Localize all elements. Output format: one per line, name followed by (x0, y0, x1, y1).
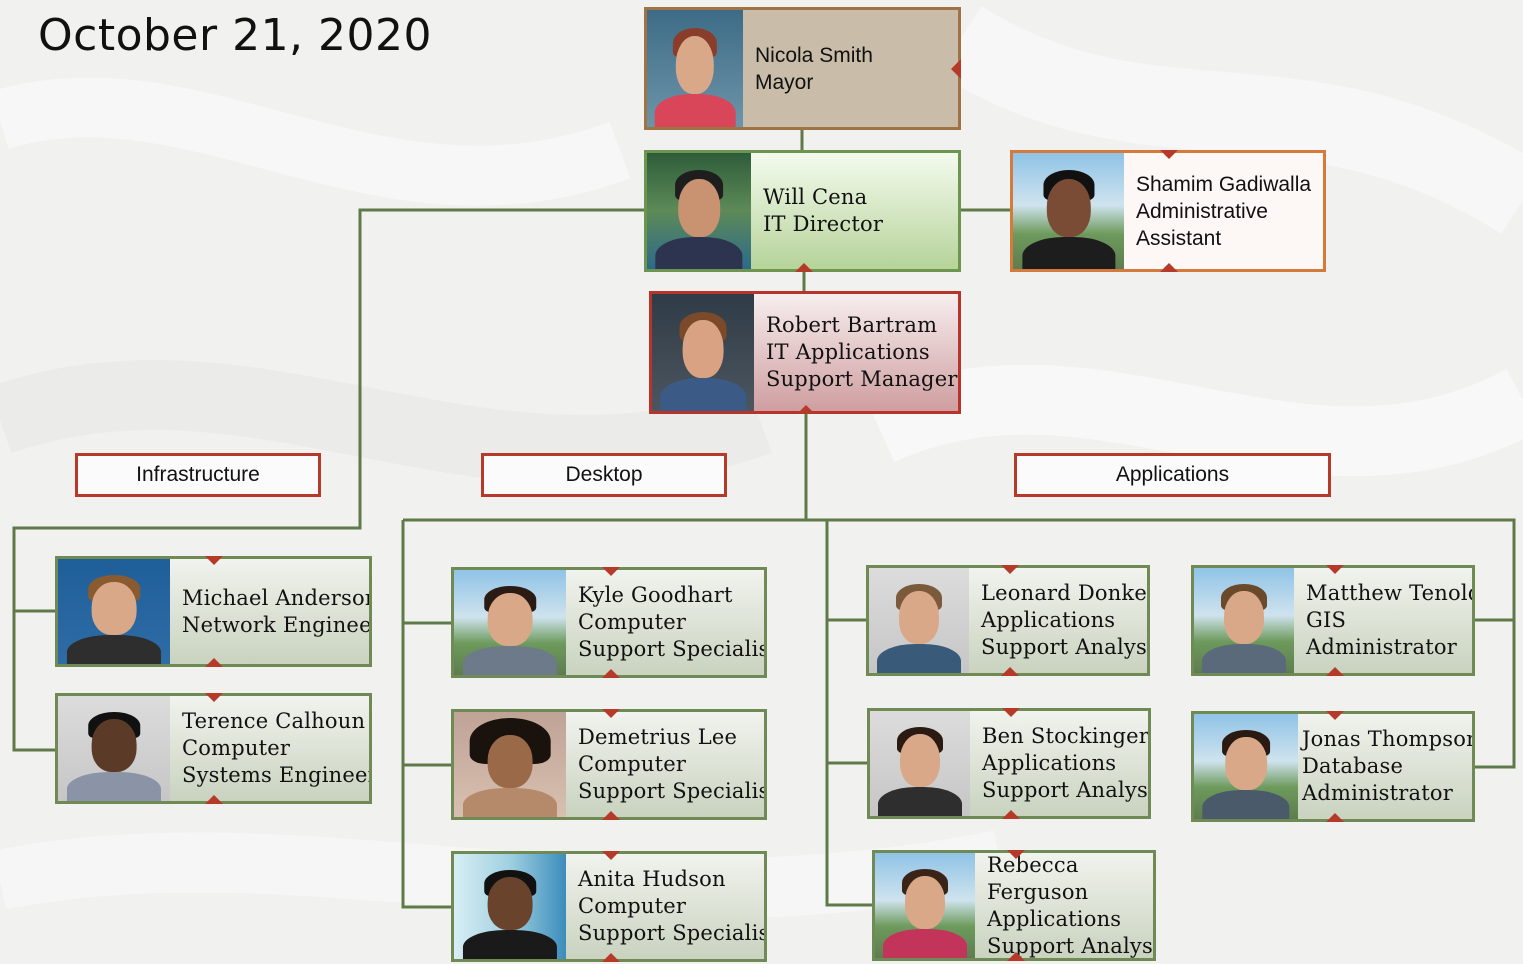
expand-arrow-icon (1007, 952, 1025, 961)
desktop-1-name: Demetrius Lee (578, 725, 738, 749)
applications-2-name2: Ferguson (987, 879, 1089, 904)
photo-robert-bartram (652, 294, 754, 411)
applications-1-title2: Support Analyst (982, 778, 1148, 802)
photo-shamim-gadiwalla (1013, 153, 1124, 269)
photo-rebecca-ferguson (875, 853, 975, 958)
infrastructure-1-title2: Systems Engineer (182, 763, 369, 787)
collapse-arrow-icon (205, 693, 223, 702)
expand-arrow-icon (1001, 667, 1019, 676)
section-infrastructure: Infrastructure (75, 453, 321, 497)
mayor-name: Nicola Smith (755, 43, 873, 67)
desktop-0-name: Kyle Goodhart (578, 583, 733, 607)
section-desktop: Desktop (481, 453, 727, 497)
card-jonas-thompson[interactable]: Jonas Thompson Database Administrator (1191, 711, 1475, 822)
desktop-2-title1: Computer (578, 894, 687, 918)
card-director[interactable]: Will Cena IT Director (644, 150, 961, 272)
section-desktop-label: Desktop (565, 463, 643, 486)
desktop-1-title1: Computer (578, 752, 687, 776)
expand-arrow-icon (602, 669, 620, 678)
infrastructure-0-title1: Network Engineer (182, 612, 369, 637)
card-mayor[interactable]: Nicola Smith Mayor (644, 7, 961, 130)
photo-michael-anderson (58, 559, 170, 664)
photo-anita-hudson (454, 854, 566, 959)
collapse-arrow-icon (1160, 150, 1178, 159)
photo-ben-stockinger (870, 711, 970, 816)
photo-leonard-donker (869, 568, 969, 673)
collapse-arrow-icon (205, 556, 223, 565)
section-applications: Applications (1014, 453, 1331, 497)
admin-name: Shamim Gadiwalla (1136, 172, 1312, 196)
applications-4-name: Jonas Thompson (1302, 727, 1472, 751)
applications-4-title2: Administrator (1302, 781, 1453, 805)
card-manager[interactable]: Robert Bartram IT Applications Support M… (649, 291, 961, 414)
expand-arrow-icon (1326, 667, 1344, 676)
collapse-arrow-icon (1326, 565, 1344, 574)
expand-arrow-icon (1326, 813, 1344, 822)
card-demetrius-lee[interactable]: Demetrius Lee Computer Support Specialis… (451, 709, 767, 820)
collapse-arrow-icon (602, 709, 620, 718)
collapse-arrow-icon (1326, 711, 1344, 720)
expand-arrow-icon (205, 795, 223, 804)
expand-arrow-icon (1002, 810, 1020, 819)
applications-1-title1: Applications (982, 751, 1117, 775)
date-heading: October 21, 2020 (38, 10, 433, 61)
expand-arrow-icon (797, 405, 815, 414)
card-leonard-donker[interactable]: Leonard Donker Applications Support Anal… (866, 565, 1150, 676)
photo-jonas-thompson (1194, 714, 1298, 819)
collapse-arrow-icon (602, 567, 620, 576)
photo-matthew-tenold (1194, 568, 1294, 673)
applications-0-title1: Applications (981, 608, 1116, 632)
photo-terence-calhoun (58, 696, 170, 801)
photo-will-cena (647, 153, 751, 269)
card-ben-stockinger[interactable]: Ben Stockinger Applications Support Anal… (867, 708, 1151, 819)
applications-1-name: Ben Stockinger (982, 724, 1148, 748)
infrastructure-0-name: Michael Anderson (182, 585, 369, 610)
collapse-arrow-icon (1007, 850, 1025, 859)
infrastructure-1-name: Terence Calhoun (182, 709, 366, 733)
applications-2-title1: Applications (987, 906, 1122, 931)
admin-title1: Administrative (1136, 199, 1268, 223)
expand-arrow-icon (951, 58, 961, 79)
director-name: Will Cena (763, 185, 868, 209)
card-michael-anderson[interactable]: Michael Anderson Network Engineer (55, 556, 372, 667)
applications-3-title1: GIS (1306, 608, 1347, 632)
desktop-0-title1: Computer (578, 610, 687, 634)
director-title: IT Director (763, 212, 884, 236)
manager-title1: IT Applications (766, 340, 930, 364)
expand-arrow-icon (602, 953, 620, 962)
applications-3-name: Matthew Tenold (1306, 581, 1472, 605)
infrastructure-1-title1: Computer (182, 736, 291, 760)
desktop-1-title2: Support Specialist (578, 779, 764, 803)
manager-name: Robert Bartram (766, 313, 938, 337)
card-matthew-tenold[interactable]: Matthew Tenold GIS Administrator (1191, 565, 1475, 676)
section-infrastructure-label: Infrastructure (136, 463, 260, 486)
admin-title2: Assistant (1136, 226, 1222, 250)
expand-arrow-icon (602, 811, 620, 820)
expand-arrow-icon (1160, 263, 1178, 272)
desktop-2-title2: Support Specialist (578, 921, 764, 945)
applications-4-title1: Database (1302, 754, 1404, 778)
card-rebecca-ferguson[interactable]: Rebecca Ferguson Applications Support An… (872, 850, 1156, 961)
card-terence-calhoun[interactable]: Terence Calhoun Computer Systems Enginee… (55, 693, 372, 804)
manager-title2: Support Manager (766, 367, 958, 391)
desktop-0-title2: Support Specialist (578, 637, 764, 661)
section-applications-label: Applications (1115, 463, 1230, 486)
collapse-arrow-icon (602, 851, 620, 860)
card-anita-hudson[interactable]: Anita Hudson Computer Support Specialist (451, 851, 767, 962)
mayor-title: Mayor (755, 70, 814, 94)
card-admin-assistant[interactable]: Shamim Gadiwalla Administrative Assistan… (1010, 150, 1326, 272)
photo-nicola-smith (647, 10, 743, 127)
desktop-2-name: Anita Hudson (578, 867, 726, 891)
applications-3-title2: Administrator (1306, 635, 1457, 659)
expand-arrow-icon (795, 263, 813, 272)
collapse-arrow-icon (1002, 708, 1020, 717)
card-kyle-goodhart[interactable]: Kyle Goodhart Computer Support Specialis… (451, 567, 767, 678)
photo-kyle-goodhart (454, 570, 566, 675)
applications-0-name: Leonard Donker (981, 581, 1147, 605)
collapse-arrow-icon (1001, 565, 1019, 574)
expand-arrow-icon (205, 658, 223, 667)
photo-demetrius-lee (454, 712, 566, 817)
applications-0-title2: Support Analyst (981, 635, 1147, 659)
